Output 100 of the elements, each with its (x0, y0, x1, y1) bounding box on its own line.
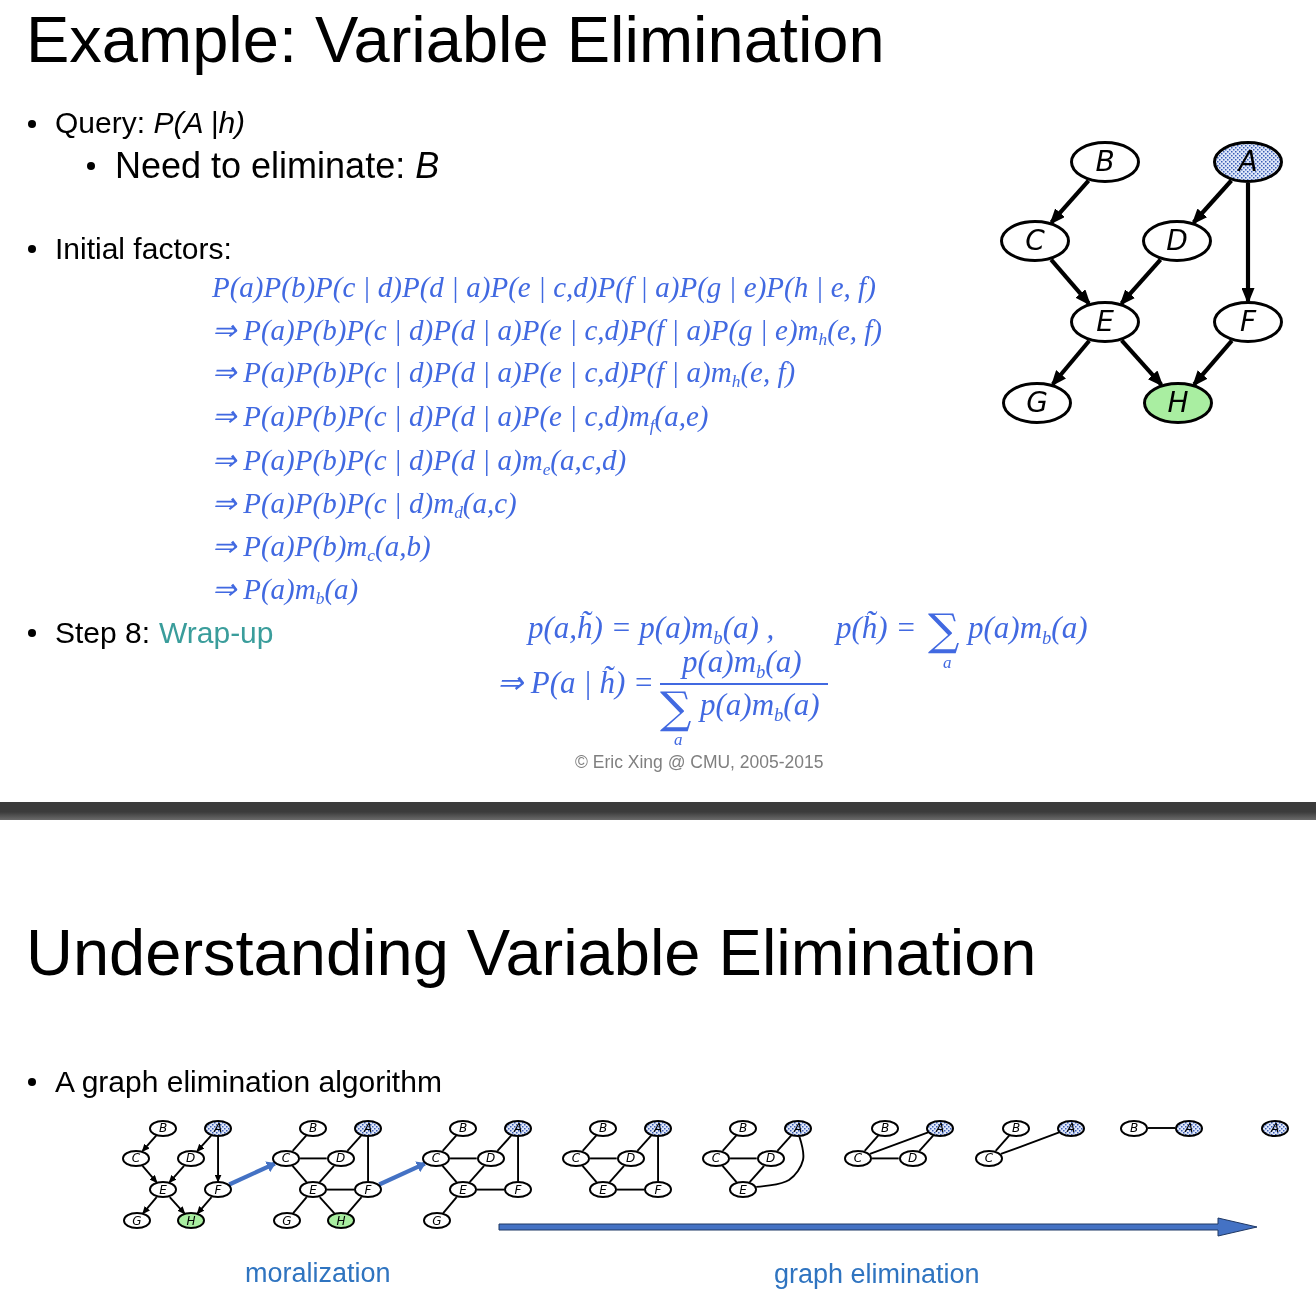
node-label: A (363, 1122, 373, 1134)
bullet-text: Need to eliminate: B (115, 144, 440, 188)
node-label: B (738, 1122, 748, 1134)
graph-node (422, 1212, 451, 1230)
arrow (1119, 258, 1163, 306)
arrow (1049, 258, 1091, 306)
edge-line (869, 1131, 930, 1155)
node-label: B (1011, 1122, 1021, 1134)
graph-node (326, 1149, 355, 1167)
node-label: B (308, 1122, 318, 1134)
edge-line (581, 1134, 598, 1152)
copyright-note: © Eric Xing @ CMU, 2005-2015 (575, 752, 824, 773)
formula-line: ⇒ P(a)P(b)P(c | d)P(d | a)P(e | c,d)P(f | a)P(g | e)m$_{h}$(e, f) (212, 313, 882, 348)
formula-line: P(a)P(b)P(c | d)P(d | a)P(e | c,d)P(f | a)P(g | e)P(h | e, f) (212, 270, 876, 305)
formula: p(a)m$_{b}$(a) (700, 689, 820, 722)
graph-node (729, 1181, 757, 1199)
node-label: A (1066, 1122, 1076, 1134)
graph-node (449, 1119, 477, 1137)
edge-line (449, 1157, 478, 1160)
edge-line (326, 1188, 355, 1191)
node-label: F (214, 1183, 222, 1196)
node-label: C (431, 1152, 441, 1165)
node-label: B (1095, 148, 1115, 176)
graph-node (1002, 382, 1072, 424)
node-label: F (1239, 308, 1257, 336)
node-label: A (213, 1122, 223, 1134)
graph-node (1142, 220, 1212, 262)
graph-node (1213, 141, 1283, 183)
arrow (168, 1196, 186, 1215)
formula: p(a,h̃) = p(a)m$_{b}$(a) , (528, 612, 775, 645)
arrow (1120, 339, 1164, 387)
graph-node (644, 1181, 673, 1199)
node-label: C (984, 1152, 994, 1165)
arrow (141, 1134, 158, 1153)
node-label: H (186, 1214, 196, 1227)
graph-node (844, 1149, 873, 1167)
node-label: C (1025, 227, 1045, 255)
slide-title: Understanding Variable Elimination (26, 915, 1037, 991)
node-label: C (853, 1152, 863, 1165)
node-label: E (159, 1183, 167, 1196)
formula: p(h̃) = (836, 612, 917, 645)
slide-title: Example: Variable Elimination (26, 2, 885, 78)
step-name: Wrap-up (159, 615, 274, 651)
graph-node (616, 1149, 645, 1167)
graph-node (504, 1181, 533, 1199)
graph-node (729, 1119, 757, 1137)
formula-line: ⇒ P(a)P(b)m$_{c}$(a,b) (212, 529, 431, 564)
node-label: D (766, 1152, 776, 1165)
graph-node (149, 1119, 177, 1137)
graph-node (354, 1119, 383, 1137)
edge-line (721, 1165, 738, 1183)
edge-line (346, 1196, 363, 1215)
edge-line (581, 1165, 598, 1183)
node-label: B (1129, 1122, 1139, 1134)
graph-node (898, 1149, 927, 1167)
graph-node (149, 1181, 177, 1199)
node-label: G (1026, 389, 1048, 417)
node-label: D (908, 1152, 918, 1165)
formula: p(a)m$_{b}$(a) (968, 612, 1088, 645)
edge-line (616, 1188, 645, 1191)
edge-line (476, 1188, 505, 1191)
graph-node (176, 1149, 205, 1167)
edge-line (1000, 1131, 1061, 1155)
node-label: B (880, 1122, 890, 1134)
edge-line (589, 1157, 618, 1160)
bullet-text: A graph elimination algorithm (55, 1064, 442, 1100)
stage-label: moralization (245, 1257, 391, 1290)
graph-node (204, 1119, 233, 1137)
arrow (378, 1161, 426, 1187)
graph-node (504, 1119, 533, 1137)
edge-line (291, 1165, 308, 1183)
graph-node (1261, 1119, 1290, 1137)
node-label: E (1096, 308, 1114, 336)
graph-node (756, 1149, 785, 1167)
edge-line (299, 1157, 328, 1160)
node-label: D (1166, 227, 1188, 255)
node-label: G (282, 1214, 292, 1227)
edge-line (346, 1134, 363, 1152)
edge-line (657, 1135, 659, 1183)
edge-line (748, 1164, 766, 1184)
graph-node (299, 1181, 327, 1199)
sum-symbol: ∑ (660, 686, 692, 730)
graph-node (1057, 1119, 1086, 1137)
node-label: F (514, 1183, 522, 1196)
edge-line (994, 1134, 1011, 1152)
arrow (196, 1196, 213, 1215)
edge-line (318, 1196, 336, 1215)
arrow (1192, 339, 1234, 387)
node-label: D (626, 1152, 636, 1165)
arrow (1049, 179, 1091, 225)
arrow (214, 1135, 222, 1183)
formula-line: ⇒ P(a)P(b)P(c | d)P(d | a)P(e | c,d)m$_{f}$(a,e) (212, 399, 709, 434)
formula: ⇒ P(a | h̃) = (497, 667, 655, 700)
graph-node (422, 1149, 451, 1167)
edge-line (729, 1157, 758, 1160)
edge-line (441, 1134, 458, 1152)
edge-line (517, 1135, 519, 1183)
node-label: E (739, 1183, 747, 1196)
sum-index: a (943, 654, 952, 673)
graph-node (784, 1119, 813, 1137)
